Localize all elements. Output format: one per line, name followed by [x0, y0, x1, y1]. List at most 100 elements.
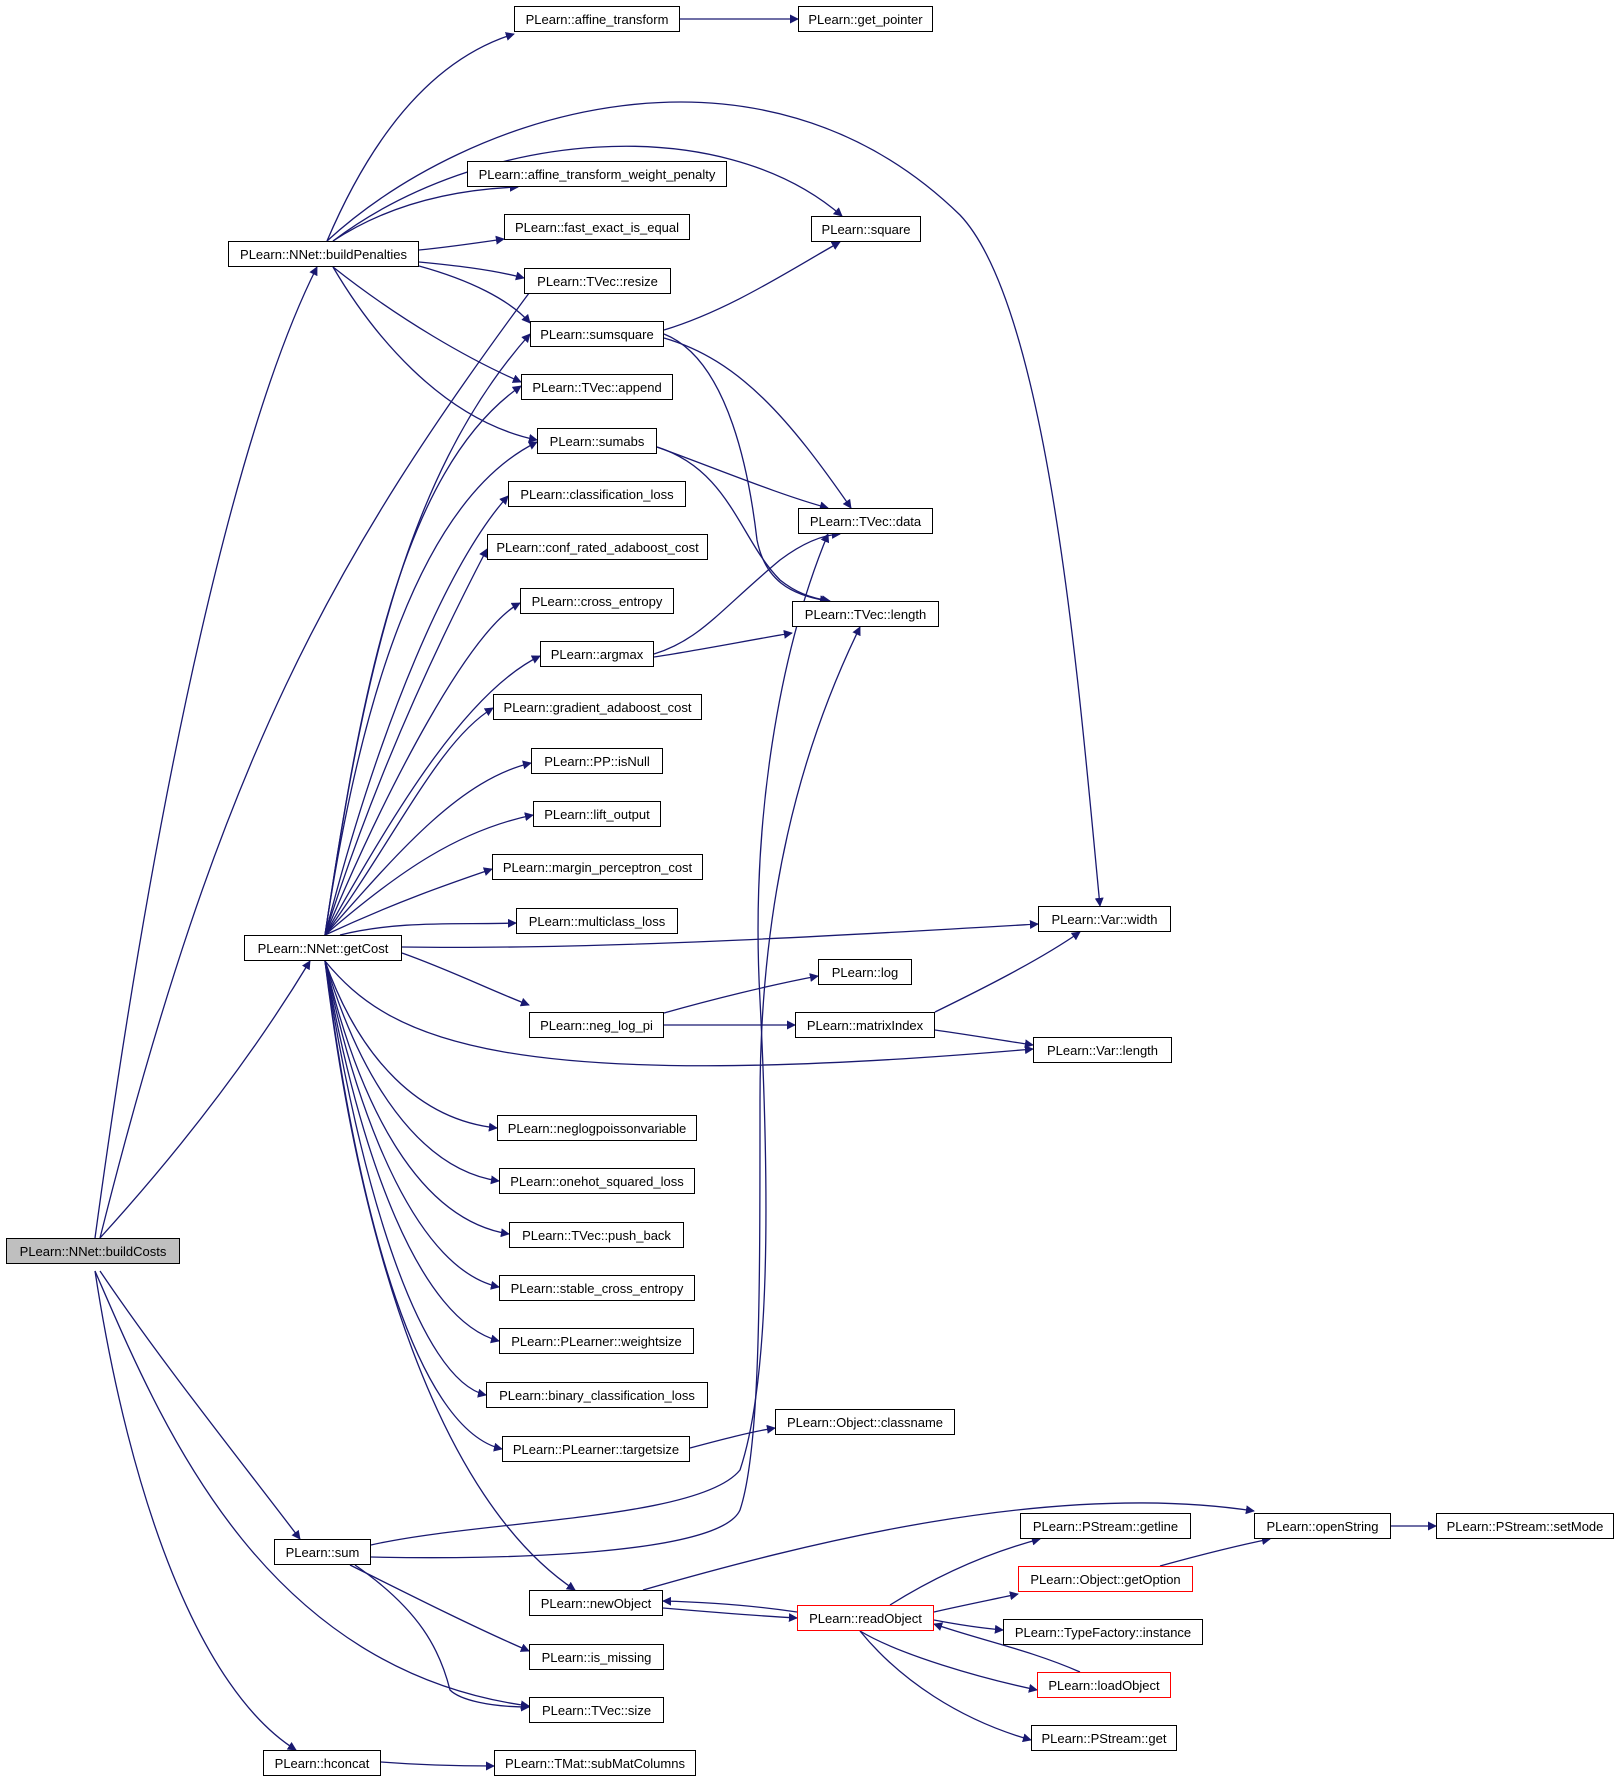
call-edge [663, 241, 841, 331]
node-targetsize[interactable]: PLearn::PLearner::targetsize [502, 1436, 690, 1462]
node-lift-output[interactable]: PLearn::lift_output [533, 801, 661, 827]
call-edge [99, 280, 539, 1239]
node-openstring[interactable]: PLearn::openString [1254, 1513, 1391, 1539]
node-gradient-adaboost-cost[interactable]: PLearn::gradient_adaboost_cost [493, 694, 702, 720]
node-getcost[interactable]: PLearn::NNet::getCost [244, 935, 402, 961]
call-edge [324, 960, 498, 1132]
node-tvec-length[interactable]: PLearn::TVec::length [792, 601, 939, 627]
node-square[interactable]: PLearn::square [811, 216, 921, 242]
call-edge [642, 1502, 1255, 1591]
node-sumsquare[interactable]: PLearn::sumsquare [530, 321, 664, 347]
call-edge [663, 337, 852, 509]
node-get-pointer[interactable]: PLearn::get_pointer [798, 6, 933, 32]
call-edge [663, 333, 829, 605]
node-tvec-data[interactable]: PLearn::TVec::data [798, 508, 933, 534]
call-edge [332, 182, 519, 242]
node-tmat-submatcolumns[interactable]: PLearn::TMat::subMatColumns [494, 1750, 696, 1776]
node-onehot-squared-loss[interactable]: PLearn::onehot_squared_loss [499, 1168, 695, 1194]
call-edge [662, 1596, 798, 1613]
call-edge [94, 266, 318, 1239]
call-edge [326, 32, 515, 242]
call-edge [859, 1630, 1038, 1693]
call-edge [933, 1591, 1019, 1613]
call-edge [370, 533, 830, 1546]
node-margin-perceptron-cost[interactable]: PLearn::margin_perceptron_cost [492, 854, 703, 880]
node-cross-entropy[interactable]: PLearn::cross_entropy [520, 588, 674, 614]
node-log[interactable]: PLearn::log [818, 959, 912, 985]
node-var-length[interactable]: PLearn::Var::length [1033, 1037, 1172, 1063]
node-var-width[interactable]: PLearn::Var::width [1038, 906, 1171, 932]
call-edge [324, 548, 488, 936]
node-weightsize[interactable]: PLearn::PLearner::weightsize [499, 1328, 694, 1354]
call-edge [653, 529, 841, 655]
call-edge [324, 960, 510, 1238]
call-edge [418, 265, 531, 324]
call-edge [418, 235, 505, 251]
node-loadobject[interactable]: PLearn::loadObject [1037, 1672, 1171, 1698]
call-edge [324, 655, 541, 936]
call-edge [324, 495, 509, 936]
call-edge [934, 1029, 1034, 1049]
node-hconcat[interactable]: PLearn::hconcat [263, 1750, 381, 1776]
call-edge [94, 1270, 297, 1751]
node-readobject[interactable]: PLearn::readObject [797, 1605, 934, 1631]
node-object-getoption[interactable]: PLearn::Object::getOption [1018, 1566, 1193, 1592]
node-affine-transform[interactable]: PLearn::affine_transform [514, 6, 680, 32]
call-edge [401, 919, 1039, 949]
node-pstream-getline[interactable]: PLearn::PStream::getline [1020, 1513, 1191, 1539]
call-edge [332, 145, 843, 242]
call-edge [889, 1536, 1041, 1606]
node-tvec-resize[interactable]: PLearn::TVec::resize [524, 268, 671, 294]
node-pstream-setmode[interactable]: PLearn::PStream::setMode [1436, 1513, 1614, 1539]
node-binary-classification-loss[interactable]: PLearn::binary_classification_loss [486, 1382, 708, 1408]
call-edge [354, 1564, 530, 1712]
call-edge [324, 441, 538, 936]
node-tvec-append[interactable]: PLearn::TVec::append [521, 374, 673, 400]
call-edge [332, 266, 522, 383]
call-edge [332, 266, 538, 443]
node-tvec-size[interactable]: PLearn::TVec::size [529, 1697, 664, 1723]
call-edge [324, 385, 522, 936]
call-edge [401, 952, 530, 1007]
call-edge [859, 1630, 1032, 1743]
node-is-missing[interactable]: PLearn::is_missing [529, 1644, 664, 1670]
call-edge [326, 101, 1104, 907]
node-argmax[interactable]: PLearn::argmax [540, 641, 654, 667]
node-typefactory-instance[interactable]: PLearn::TypeFactory::instance [1003, 1619, 1203, 1645]
call-edge [663, 973, 819, 1014]
call-edge [380, 1761, 495, 1771]
node-object-classname[interactable]: PLearn::Object::classname [775, 1409, 955, 1435]
node-conf-rated-adaboost-cost[interactable]: PLearn::conf_rated_adaboost_cost [487, 534, 708, 560]
node-classification-loss[interactable]: PLearn::classification_loss [508, 481, 686, 507]
call-edge [933, 1622, 1081, 1673]
call-edge [339, 918, 517, 936]
node-tvec-push-back[interactable]: PLearn::TVec::push_back [509, 1222, 684, 1248]
call-edge [324, 707, 494, 936]
node-newobject[interactable]: PLearn::newObject [529, 1590, 663, 1616]
call-edge [324, 960, 576, 1591]
node-multiclass-loss[interactable]: PLearn::multiclass_loss [516, 908, 678, 934]
call-edge [1159, 1536, 1271, 1567]
call-edge [418, 261, 525, 281]
call-edge [934, 931, 1081, 1013]
node-sum[interactable]: PLearn::sum [274, 1539, 371, 1565]
node-affine-transform-weight-penalty[interactable]: PLearn::affine_transform_weight_penalty [467, 161, 727, 187]
call-edge [324, 960, 500, 1344]
node-fast-exact-is-equal[interactable]: PLearn::fast_exact_is_equal [504, 214, 690, 240]
node-neglogpoissonvariable[interactable]: PLearn::neglogpoissonvariable [497, 1115, 697, 1141]
node-stable-cross-entropy[interactable]: PLearn::stable_cross_entropy [499, 1275, 695, 1301]
call-edge [324, 960, 500, 1185]
call-edge [349, 1564, 530, 1652]
node-buildpenalties[interactable]: PLearn::NNet::buildPenalties [228, 241, 419, 267]
node-sumabs[interactable]: PLearn::sumabs [537, 428, 657, 454]
node-pp-isnull[interactable]: PLearn::PP::isNull [531, 748, 663, 774]
node-matrixindex[interactable]: PLearn::matrixIndex [795, 1012, 935, 1038]
call-edge [656, 446, 829, 511]
call-edge [662, 1607, 798, 1623]
node-pstream-get[interactable]: PLearn::PStream::get [1031, 1725, 1177, 1751]
node-buildcosts[interactable]: PLearn::NNet::buildCosts [6, 1238, 180, 1264]
call-edge [933, 1619, 1004, 1634]
node-neg-log-pi[interactable]: PLearn::neg_log_pi [529, 1012, 664, 1038]
